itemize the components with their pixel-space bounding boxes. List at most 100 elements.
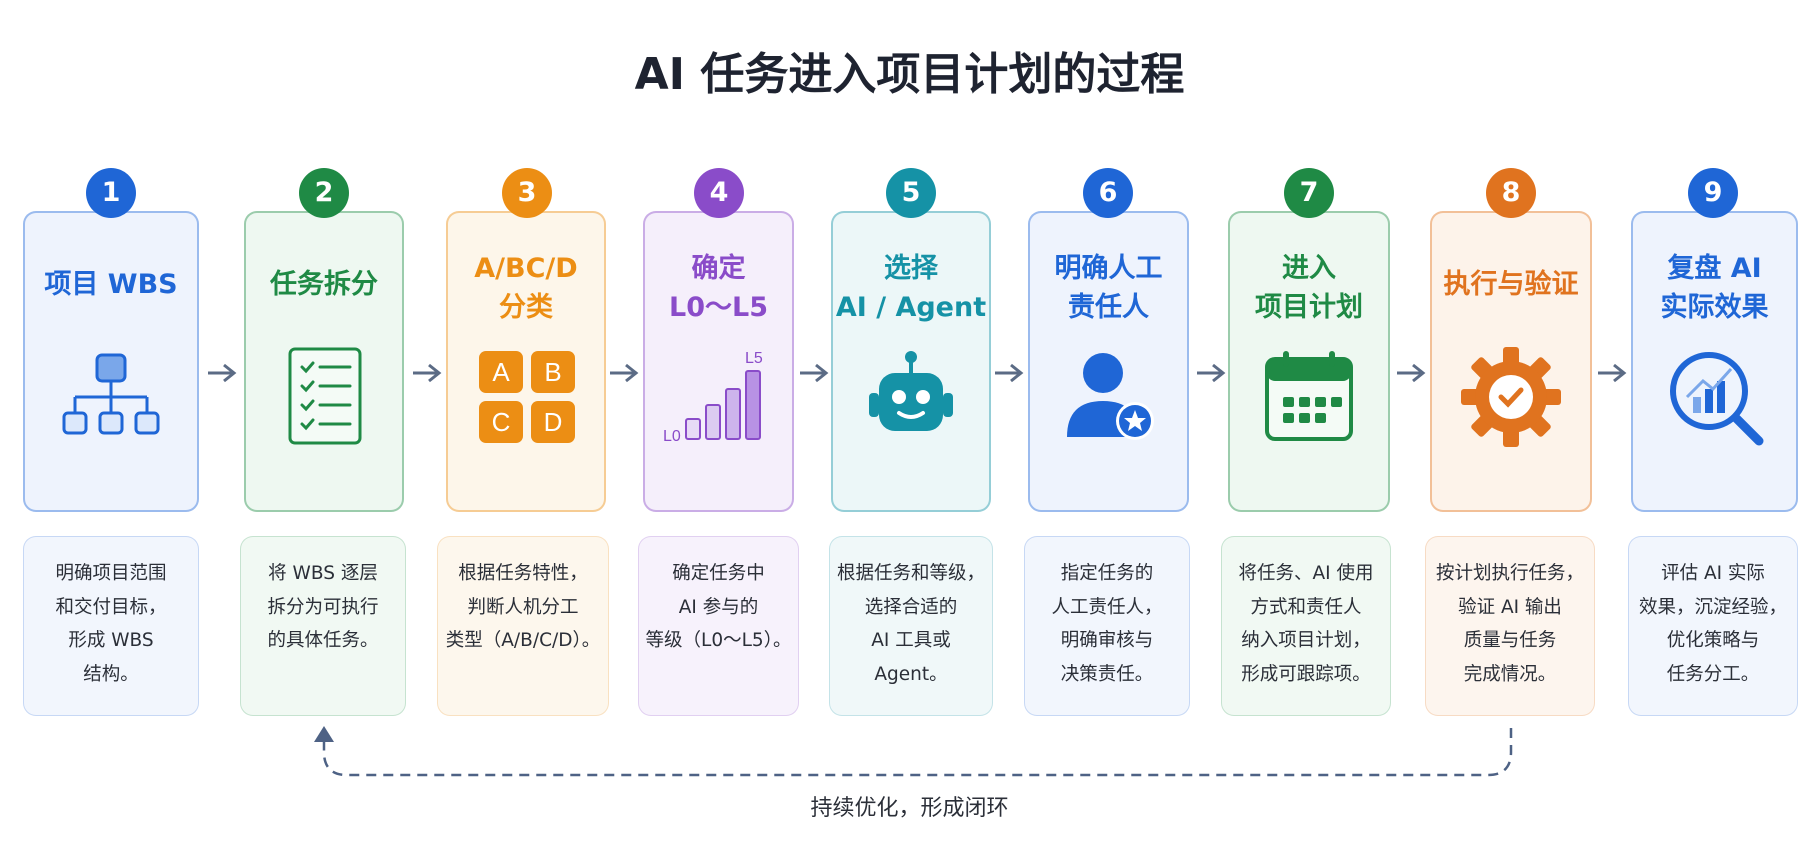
step-description-line: 明确项目范围 <box>55 563 167 584</box>
step-description: 将任务、AI 使用方式和责任人纳入项目计划，形成可跟踪项。 <box>1221 536 1391 716</box>
step-description-line: 方式和责任人 <box>1250 596 1362 618</box>
step-description-line: 纳入项目计划， <box>1241 630 1371 651</box>
level-min-label: L0 <box>663 428 681 445</box>
robot-icon <box>855 341 967 453</box>
user-star-icon <box>1053 341 1165 453</box>
step-title-line: A/BC/D <box>474 253 578 284</box>
step-card: A/BC/D 分类 A B C D <box>446 211 606 512</box>
abcd-grid-icon: A B C D <box>470 341 582 453</box>
step-description-line: 决策责任。 <box>1060 663 1154 685</box>
step-title: 选择 AI / Agent <box>833 249 989 327</box>
magnify-chart-icon <box>1659 341 1771 453</box>
step-description: 指定任务的人工责任人，明确审核与决策责任。 <box>1024 536 1190 716</box>
step-card: 选择 AI / Agent <box>831 211 991 512</box>
step-description-line: 结构。 <box>83 663 139 685</box>
step-number-badge: 4 <box>694 168 744 218</box>
step-title-line: 项目计划 <box>1255 292 1363 323</box>
step-title-line: 选择 <box>884 253 938 284</box>
step-number-badge: 7 <box>1284 168 1334 218</box>
checklist-icon <box>268 341 380 453</box>
step-title: 复盘 AI 实际效果 <box>1633 249 1796 327</box>
step-description-line: 确定任务中 <box>672 563 765 584</box>
step-card: 任务拆分 <box>244 211 404 512</box>
step-description-line: 人工责任人， <box>1051 596 1163 618</box>
step-title-line: 确定 <box>691 253 746 284</box>
step-title: 明确人工责任人 <box>1030 249 1187 327</box>
step-description-line: 明确审核与 <box>1060 630 1154 651</box>
step-title: 确定 L0～L5 <box>645 249 792 327</box>
hierarchy-icon <box>55 341 167 453</box>
grid-letter: D <box>544 407 563 437</box>
step-title-line: 任务拆分 <box>270 269 378 300</box>
page-title: AI 任务进入项目计划的过程 <box>634 49 1185 100</box>
step-title-line: L0～L5 <box>669 292 768 323</box>
loop-label: 持续优化，形成闭环 <box>810 796 1009 821</box>
step-card: 复盘 AI 实际效果 <box>1631 211 1798 512</box>
step-title-line: 实际效果 <box>1660 292 1769 323</box>
step-number-badge: 9 <box>1688 168 1738 218</box>
next-step-arrow <box>800 363 829 383</box>
step-description-line: 形成 WBS <box>68 630 154 651</box>
step-description-line: 根据任务和等级， <box>836 563 985 584</box>
step-description-line: 判断人机分工 <box>467 596 579 618</box>
next-step-arrow <box>1397 363 1426 383</box>
gear-check-icon <box>1455 341 1567 453</box>
step-description-line: 和交付目标， <box>55 596 167 618</box>
step-card: 项目 WBS <box>23 211 199 512</box>
grid-letter: A <box>492 357 510 387</box>
loop-path <box>322 728 1513 777</box>
step-number-badge: 1 <box>86 168 136 218</box>
step-card: 进入项目计划 <box>1228 211 1390 512</box>
step-title-line: 分类 <box>499 292 553 323</box>
step-card: 确定 L0～L5 L0 L5 <box>643 211 794 512</box>
step-title-line: 项目 WBS <box>44 269 178 300</box>
step-number-badge: 8 <box>1486 168 1536 218</box>
step-number-badge: 5 <box>886 168 936 218</box>
next-step-arrow <box>413 363 442 383</box>
next-step-arrow <box>208 363 237 383</box>
level-bars-icon: L0 L5 <box>663 341 775 453</box>
loop-arrowhead <box>314 726 334 742</box>
step-description-line: 评估 AI 实际 <box>1661 563 1765 584</box>
step-description: 按计划执行任务， 验证 AI 输出质量与任务完成情况。 <box>1425 536 1595 716</box>
step-number-badge: 3 <box>502 168 552 218</box>
next-step-arrow <box>1598 363 1627 383</box>
step-description-line: 质量与任务 <box>1463 630 1557 651</box>
step-title-line: 复盘 AI <box>1667 253 1762 284</box>
step-description-line: 根据任务特性， <box>458 563 588 584</box>
step-title-line: AI / Agent <box>835 292 987 323</box>
step-number-badge: 6 <box>1083 168 1133 218</box>
step-description-line: 完成情况。 <box>1463 663 1557 685</box>
step-card: 明确人工责任人 <box>1028 211 1189 512</box>
step-title: A/BC/D 分类 <box>448 249 604 327</box>
step-description: 将 WBS 逐层拆分为可执行的具体任务。 <box>240 536 406 716</box>
level-max-label: L5 <box>745 350 763 367</box>
step-description-line: Agent。 <box>874 663 948 685</box>
step-description-line: 优化策略与 <box>1666 630 1760 651</box>
step-title: 项目 WBS <box>25 265 197 304</box>
step-number-badge: 2 <box>299 168 349 218</box>
step-description-line: 拆分为可执行 <box>267 596 379 618</box>
step-description-line: AI 工具或 <box>871 630 951 651</box>
next-step-arrow <box>995 363 1024 383</box>
step-description: 评估 AI 实际效果，沉淀经验，优化策略与任务分工。 <box>1628 536 1798 716</box>
step-description-line: 效果，沉淀经验， <box>1638 596 1787 618</box>
step-card: 执行与验证 <box>1430 211 1592 512</box>
step-description-line: 将任务、AI 使用 <box>1238 563 1374 584</box>
step-description: 明确项目范围和交付目标， 形成 WBS 结构。 <box>23 536 199 716</box>
step-description-line: 将 WBS 逐层 <box>268 563 378 584</box>
step-description-line: 的具体任务。 <box>267 630 379 651</box>
step-description-line: 选择合适的 <box>864 596 958 618</box>
step-description: 根据任务和等级， 选择合适的 AI 工具或 Agent。 <box>829 536 993 716</box>
step-title: 执行与验证 <box>1432 265 1590 304</box>
step-description-line: AI 参与的 <box>678 596 759 618</box>
grid-letter: C <box>492 407 511 437</box>
next-step-arrow <box>1197 363 1226 383</box>
step-title-line: 进入 <box>1282 253 1336 284</box>
step-title-line: 执行与验证 <box>1443 269 1579 300</box>
step-title: 任务拆分 <box>246 265 402 304</box>
step-description-line: 验证 AI 输出 <box>1458 596 1562 618</box>
step-description-line: 按计划执行任务， <box>1435 563 1584 584</box>
